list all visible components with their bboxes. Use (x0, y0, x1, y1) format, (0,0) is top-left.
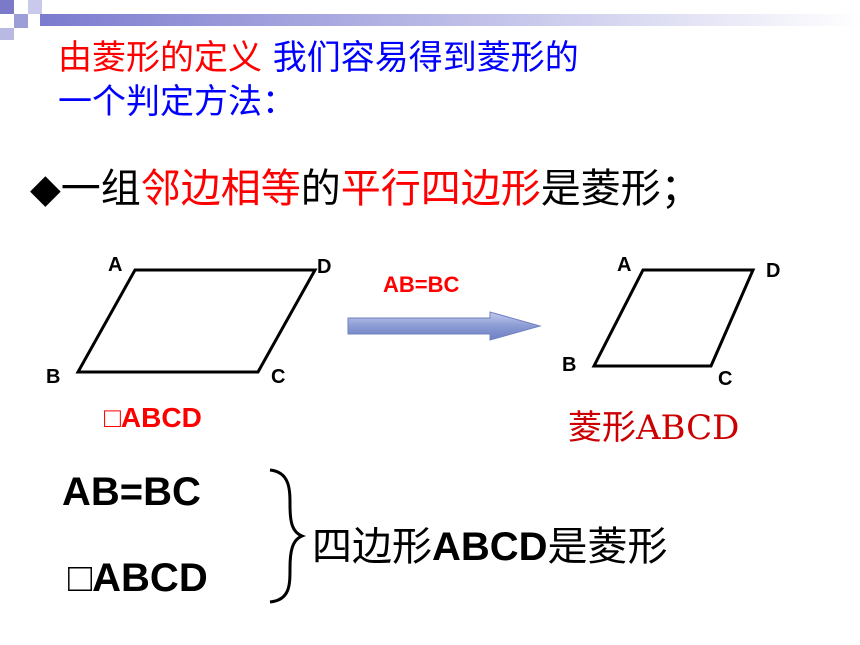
rhombus-vertex-c: C (718, 368, 733, 390)
criterion-seg-5: 是菱形； (540, 166, 701, 212)
parallelogram-caption: □ABCD (104, 402, 202, 433)
parallelogram-shape (75, 268, 318, 374)
conclusion-pre: 四边形 (312, 524, 432, 570)
para-vertex-a: A (108, 254, 123, 276)
rhombus-caption: 菱形ABCD (568, 408, 740, 448)
rhombus-vertex-d: D (766, 260, 781, 282)
intro-line-1: 由菱形的定义 我们容易得到菱形的 (58, 38, 579, 78)
para-vertex-b: B (46, 366, 61, 388)
diamond-bullet-icon: ◆ (30, 166, 61, 212)
criterion-statement: ◆一组邻边相等的平行四边形是菱形； (30, 166, 701, 212)
criterion-seg-3: 的 (300, 166, 341, 212)
criterion-seg-1: 一组 (60, 166, 141, 212)
para-vertex-c: C (271, 366, 286, 388)
condition-ab-eq-bc: AB=BC (62, 470, 201, 514)
rhombus-shape (591, 268, 756, 368)
conclusion: 四边形ABCD是菱形 (312, 514, 668, 572)
intro-line-2: 一个判定方法： (58, 82, 296, 122)
rhombus-vertex-a: A (617, 254, 632, 276)
criterion-parallelogram: 平行四边形 (340, 166, 541, 212)
condition-parallelogram: □ABCD (68, 556, 208, 600)
transform-arrow (347, 311, 542, 341)
para-vertex-d: D (317, 256, 332, 278)
criterion-adjacent-sides-equal: 邻边相等 (140, 166, 301, 212)
intro-statement: 我们容易得到菱形的 (262, 38, 579, 78)
conclusion-abcd: ABCD (432, 525, 548, 569)
header-decoration (0, 0, 860, 40)
arrow-condition-label: AB=BC (383, 272, 460, 297)
rhombus-vertex-b: B (562, 354, 577, 376)
intro-definition: 由菱形的定义 (58, 38, 262, 78)
brace-icon (269, 468, 307, 604)
conclusion-post: 是菱形 (547, 524, 668, 570)
